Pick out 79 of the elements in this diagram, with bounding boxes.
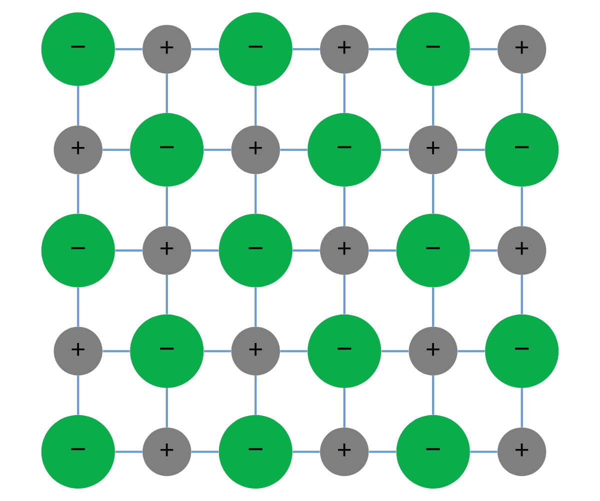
connector bbox=[381, 148, 408, 151]
connector bbox=[166, 388, 168, 428]
connector bbox=[470, 48, 498, 50]
connector bbox=[115, 450, 142, 453]
connector bbox=[432, 376, 434, 415]
node-circle: + bbox=[142, 427, 192, 476]
node-circle: + bbox=[54, 126, 102, 174]
node-circle: + bbox=[408, 326, 458, 376]
connector bbox=[77, 174, 80, 214]
connector bbox=[166, 274, 168, 314]
node-circle: − bbox=[218, 415, 292, 489]
node-circle: + bbox=[498, 427, 546, 476]
connector bbox=[292, 48, 320, 50]
node-circle: + bbox=[320, 427, 369, 476]
connector bbox=[192, 48, 219, 50]
node-circle: − bbox=[218, 12, 292, 86]
node-circle: + bbox=[408, 126, 458, 174]
connector bbox=[115, 48, 142, 50]
connector bbox=[254, 287, 257, 327]
connector bbox=[77, 376, 80, 415]
connector bbox=[102, 350, 130, 352]
connector bbox=[166, 186, 168, 226]
connector bbox=[520, 74, 523, 113]
connector bbox=[343, 274, 346, 314]
node-circle: − bbox=[396, 415, 470, 489]
connector bbox=[368, 48, 396, 50]
node-circle: + bbox=[142, 226, 192, 275]
connector bbox=[458, 148, 485, 151]
node-circle: − bbox=[41, 214, 115, 288]
connector bbox=[280, 350, 308, 352]
node-circle: − bbox=[41, 12, 115, 86]
node-circle: − bbox=[396, 12, 470, 86]
connector bbox=[520, 274, 523, 314]
connector bbox=[280, 148, 308, 151]
connector bbox=[166, 74, 168, 113]
connector bbox=[458, 350, 485, 352]
connector bbox=[204, 148, 232, 151]
connector bbox=[192, 450, 219, 453]
connector bbox=[470, 450, 498, 453]
node-circle: + bbox=[142, 24, 192, 74]
connector bbox=[381, 350, 408, 352]
node-circle: + bbox=[231, 126, 280, 174]
node-circle: − bbox=[130, 314, 204, 388]
connector bbox=[432, 174, 434, 214]
node-circle: − bbox=[308, 314, 382, 388]
connector bbox=[343, 74, 346, 113]
node-circle: + bbox=[54, 326, 102, 376]
connector bbox=[520, 186, 523, 226]
node-circle: − bbox=[485, 314, 559, 388]
connector bbox=[343, 388, 346, 428]
connector bbox=[254, 174, 257, 214]
node-circle: + bbox=[498, 24, 546, 74]
connector bbox=[77, 287, 80, 327]
node-circle: − bbox=[41, 415, 115, 489]
node-circle: − bbox=[130, 113, 204, 187]
connector bbox=[368, 450, 396, 453]
node-circle: + bbox=[320, 226, 369, 275]
node-circle: − bbox=[485, 113, 559, 187]
connector bbox=[343, 186, 346, 226]
connector bbox=[520, 388, 523, 428]
connector bbox=[292, 450, 320, 453]
connector bbox=[432, 86, 434, 126]
node-circle: + bbox=[231, 326, 280, 376]
connector bbox=[292, 249, 320, 252]
connector bbox=[470, 249, 498, 252]
connector bbox=[192, 249, 219, 252]
connector bbox=[368, 249, 396, 252]
connector bbox=[432, 287, 434, 327]
node-circle: + bbox=[498, 226, 546, 275]
node-circle: − bbox=[396, 214, 470, 288]
node-circle: − bbox=[308, 113, 382, 187]
connector bbox=[204, 350, 232, 352]
connector bbox=[77, 86, 80, 126]
node-circle: − bbox=[218, 214, 292, 288]
connector bbox=[254, 86, 257, 126]
connector bbox=[115, 249, 142, 252]
node-circle: + bbox=[320, 24, 369, 74]
connector bbox=[254, 376, 257, 415]
connector bbox=[102, 148, 130, 151]
